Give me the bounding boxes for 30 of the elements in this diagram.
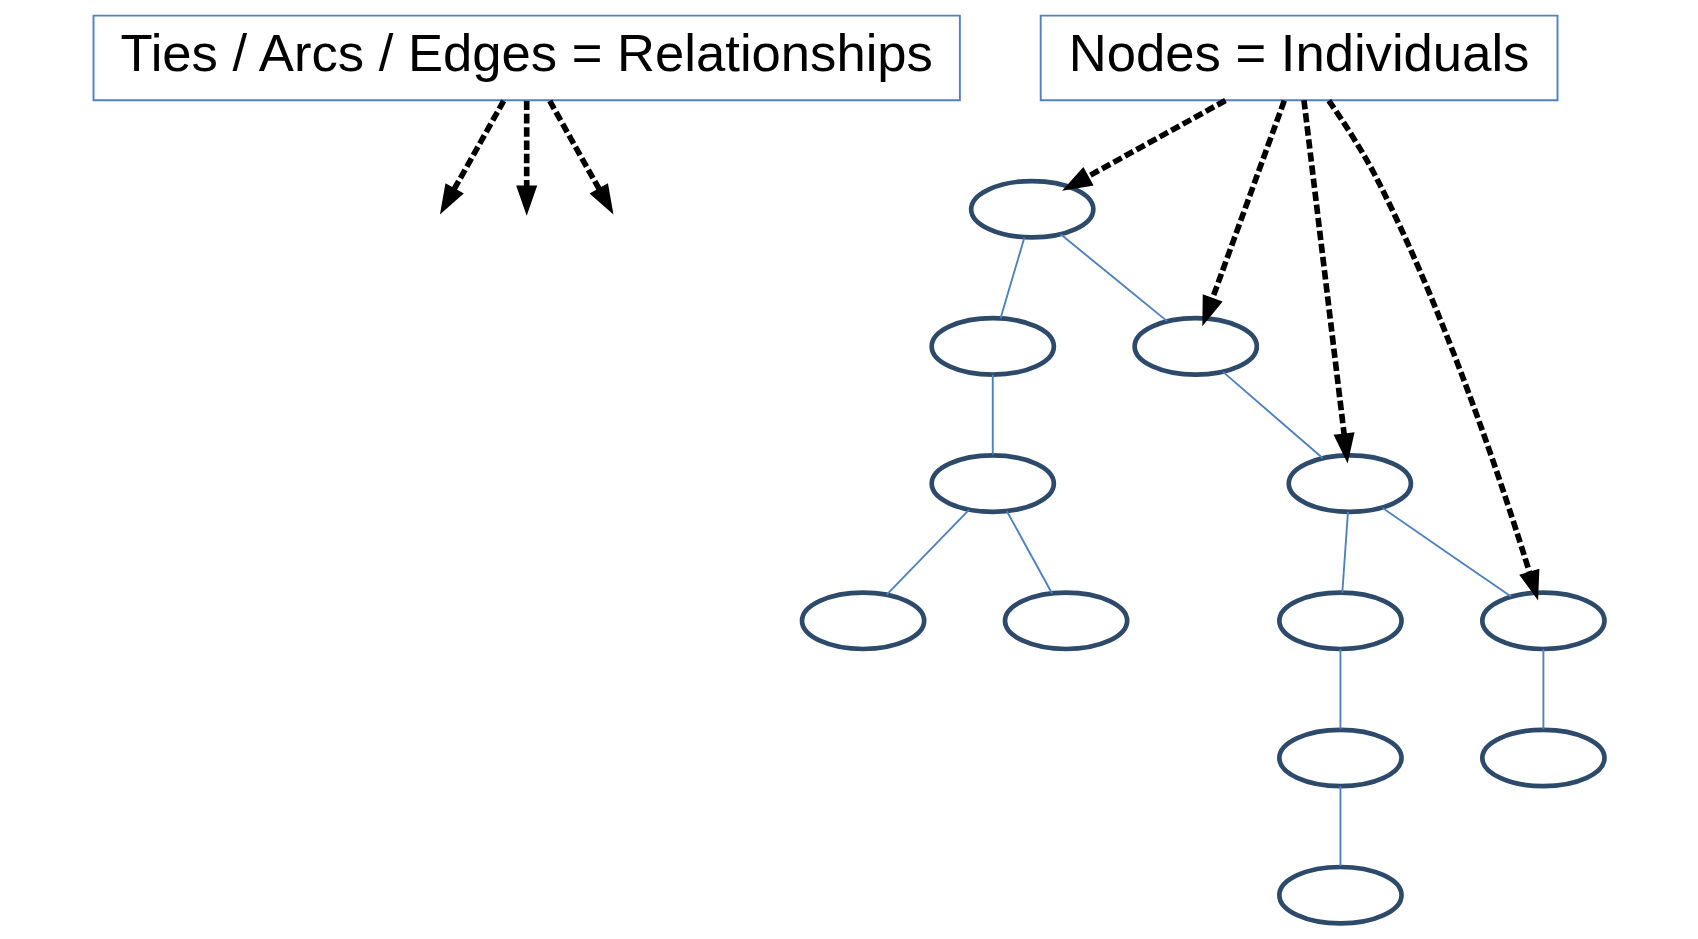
- connector: [1542, 648, 1545, 730]
- node-box: Ties / Arcs / Edges = Relationships: [92, 14, 961, 102]
- connector: [1341, 510, 1349, 594]
- node-ellipse: [1277, 590, 1404, 652]
- connector: [1339, 648, 1342, 730]
- node-ellipse: [1277, 727, 1404, 789]
- arrow: [1326, 98, 1540, 601]
- node-ellipse: [799, 590, 927, 652]
- connector: [885, 509, 970, 596]
- connector: [991, 373, 994, 456]
- node-ellipse: [1277, 864, 1404, 926]
- node-ellipse: [1132, 315, 1260, 377]
- node-box: Nodes = Individuals: [1039, 14, 1559, 102]
- connector: [1222, 371, 1324, 459]
- node-ellipse: [1480, 727, 1607, 789]
- arrow: [516, 100, 538, 216]
- arrow: [1062, 98, 1227, 191]
- node-ellipse: [1002, 590, 1130, 652]
- node-ellipse: [968, 178, 1096, 240]
- connector: [1339, 785, 1342, 867]
- arrow: [1301, 99, 1355, 464]
- connector: [1381, 507, 1512, 598]
- connector: [1005, 510, 1053, 595]
- connector: [1059, 233, 1168, 323]
- node-ellipse: [1480, 590, 1607, 652]
- node-ellipse: [929, 453, 1057, 515]
- node-ellipse: [929, 315, 1057, 377]
- connector: [999, 236, 1026, 320]
- arrow: [1202, 99, 1287, 327]
- node-ellipse: [1286, 453, 1414, 515]
